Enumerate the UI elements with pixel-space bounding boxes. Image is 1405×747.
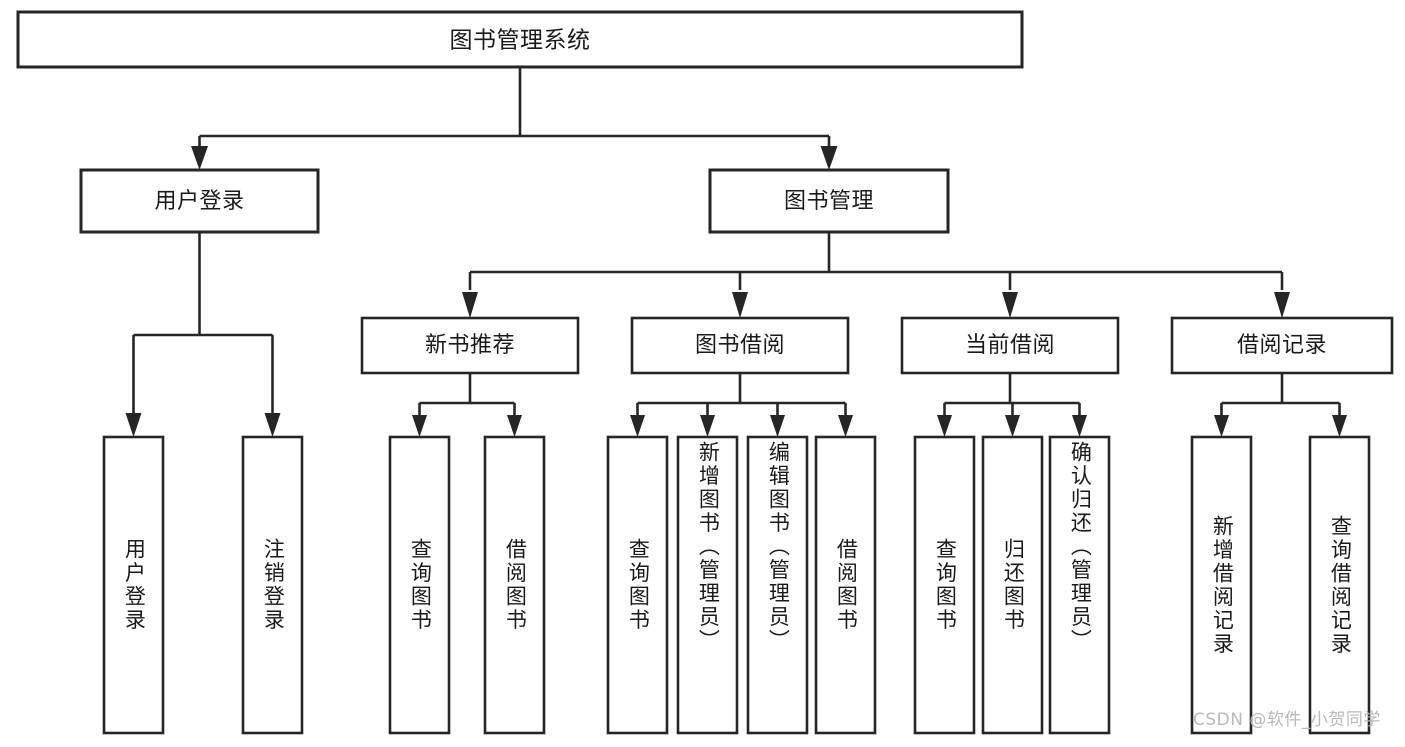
leaf-box-add-record[interactable] — [1190, 435, 1253, 735]
leaf-box-confirm-return[interactable] — [1048, 435, 1111, 735]
leaf-box-borrow-book-a[interactable] — [483, 435, 546, 735]
node-new-book-recommend-label: 新书推荐 — [425, 333, 515, 358]
leaf-box-query-book-a[interactable] — [388, 435, 451, 735]
node-current-borrow-box[interactable] — [900, 316, 1120, 375]
leaf-box-group — [102, 435, 1371, 735]
node-borrow-record[interactable]: 借阅记录 — [1170, 316, 1394, 375]
arrow-head-leaf-query-book-b — [630, 415, 645, 437]
node-new-book-recommend-box[interactable] — [360, 316, 580, 375]
arrow-head-user-login — [191, 146, 208, 170]
node-book-management[interactable]: 图书管理 — [708, 168, 950, 234]
leaf-box-query-record[interactable] — [1308, 435, 1371, 735]
arrow-head-leaf-query-record — [1332, 415, 1347, 437]
node-user-login[interactable]: 用户登录 — [79, 168, 320, 234]
arrow-head-borrow-record — [1274, 292, 1290, 318]
node-root-system-box[interactable] — [16, 10, 1024, 69]
leaf-box-query-book-b[interactable] — [606, 435, 669, 735]
arrow-head-leaf-borrow-book-b — [838, 415, 853, 437]
arrow-head-leaf-edit-book — [770, 415, 785, 437]
leaf-box-query-book-c[interactable] — [913, 435, 976, 735]
node-root-system[interactable]: 图书管理系统 — [16, 10, 1024, 69]
arrow-head-leaf-user-login — [125, 413, 142, 437]
leaf-box-edit-book[interactable] — [746, 435, 809, 735]
csdn-watermark: CSDN @软件_小贺同学 — [1193, 710, 1381, 730]
leaf-box-return-book[interactable] — [981, 435, 1044, 735]
node-book-management-label: 图书管理 — [784, 189, 874, 214]
arrow-head-book-borrow — [732, 292, 748, 318]
node-book-borrow[interactable]: 图书借阅 — [630, 316, 850, 375]
arrow-head-leaf-add-book — [700, 415, 715, 437]
connector-group — [125, 67, 1347, 437]
node-current-borrow-label: 当前借阅 — [965, 333, 1055, 358]
leaf-box-user-login[interactable] — [102, 435, 165, 735]
arrow-head-leaf-return-book — [1005, 415, 1020, 437]
arrow-head-book-mgmt — [820, 146, 838, 170]
arrow-head-leaf-query-book-a — [412, 415, 427, 437]
arrow-head-current-borrow — [1002, 292, 1018, 318]
node-book-management-box[interactable] — [708, 168, 950, 234]
node-current-borrow[interactable]: 当前借阅 — [900, 316, 1120, 375]
node-new-book-recommend[interactable]: 新书推荐 — [360, 316, 580, 375]
leaf-box-borrow-book-b[interactable] — [814, 435, 877, 735]
node-borrow-record-label: 借阅记录 — [1237, 333, 1327, 358]
node-book-borrow-box[interactable] — [630, 316, 850, 375]
arrow-head-leaf-query-book-c — [937, 415, 952, 437]
arrow-head-new-book-rec — [462, 292, 478, 318]
leaf-box-add-book[interactable] — [676, 435, 739, 735]
node-book-borrow-label: 图书借阅 — [695, 333, 785, 358]
arrow-head-leaf-confirm-return — [1072, 415, 1087, 437]
node-user-login-label: 用户登录 — [154, 189, 244, 214]
node-user-login-box[interactable] — [79, 168, 320, 234]
arrow-head-leaf-logout — [264, 413, 281, 437]
node-root-system-label: 图书管理系统 — [450, 28, 591, 54]
leaf-box-logout[interactable] — [241, 435, 304, 735]
node-borrow-record-box[interactable] — [1170, 316, 1394, 375]
arrow-head-leaf-borrow-book-a — [507, 415, 522, 437]
arrow-head-leaf-add-record — [1214, 415, 1229, 437]
